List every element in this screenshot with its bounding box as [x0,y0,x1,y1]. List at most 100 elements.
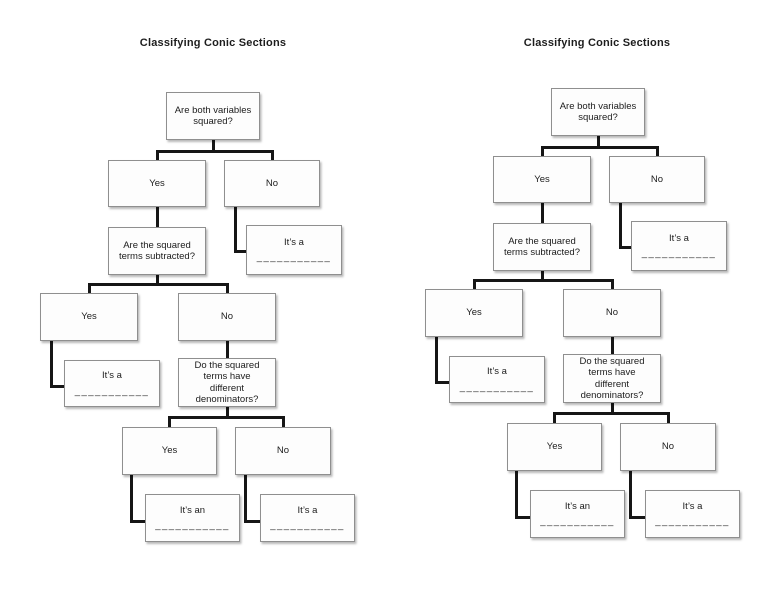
branch-no-1: No [224,160,320,207]
branch-no-1: No [609,156,705,203]
branch-label: No [220,311,234,323]
blank-line: ___________ [256,252,332,263]
connector-line [434,337,438,384]
connector-line [49,341,53,388]
question-both-variables-squared: Are both variables squared? [166,92,260,140]
connector-line [155,150,159,160]
blank-line: ___________ [641,248,717,259]
branch-label: Yes [161,445,178,457]
connector-line [87,283,91,293]
connector-line [155,207,159,227]
branch-label: Yes [534,173,550,185]
branch-no-2: No [178,293,276,341]
connector-line [618,246,632,249]
question-text-line: Are both variables [174,104,252,116]
connector-line [243,520,261,523]
connector-line [540,146,544,156]
connector-line [434,381,450,384]
result-box-1: It’s a ___________ [246,225,342,275]
connector-line [87,283,229,286]
branch-label: Yes [546,441,563,453]
connector-line [168,416,285,419]
blank-line: ___________ [270,520,345,531]
connector-line [655,146,659,156]
connector-line [618,203,622,249]
connector-line [233,250,247,253]
result-label: It’s a [682,500,703,512]
blank-line: ___________ [540,516,615,527]
result-box-2: It’s a ___________ [449,356,545,403]
result-label: It’s a [669,232,689,244]
branch-label: No [605,307,619,319]
branch-yes-2: Yes [425,289,523,337]
question-text-line: different [209,382,245,394]
result-box-2: It’s a ___________ [64,360,160,407]
question-text-line: Do the squared [194,359,260,371]
connector-line [540,146,659,149]
connector-line [155,275,159,286]
branch-label: Yes [149,177,165,189]
branch-no-3: No [620,423,716,471]
branch-label: Yes [81,311,97,323]
result-label: It’s a [102,370,122,381]
connector-line [666,412,670,423]
connector-line [514,471,518,519]
branch-yes-1: Yes [493,156,591,203]
branch-no-2: No [563,289,661,337]
question-text-line: terms have [203,371,251,382]
connector-line [610,337,614,354]
connector-line [610,403,614,415]
flowchart-left: Classifying Conic Sections [40,37,355,542]
question-text-line: Do the squared [579,355,645,367]
question-both-variables-squared: Are both variables squared? [551,88,645,136]
blank-line: ___________ [155,520,230,531]
result-box-its-a: It’s a ___________ [260,494,355,542]
question-text-line: terms have [588,367,636,378]
result-box-1: It’s a ___________ [631,221,727,271]
connector-line [49,385,65,388]
connector-line [225,283,229,293]
question-text-line: terms subtracted? [118,251,196,262]
connector-line [168,416,171,427]
branch-label: No [661,441,675,453]
result-label: It’s a [487,366,507,377]
branch-label: No [276,445,290,457]
connector-line [628,516,646,519]
chart-title: Classifying Conic Sections [523,37,671,49]
result-label: It’s an [179,504,206,516]
connector-line [628,471,632,519]
chart-title: Classifying Conic Sections [139,37,287,49]
connector-line [553,412,556,423]
question-terms-subtracted: Are the squared terms subtracted? [493,223,591,271]
result-box-its-a: It’s a ___________ [645,490,740,538]
question-different-denominators: Do the squared terms have different deno… [178,358,276,407]
connector-line [129,475,133,523]
branch-label: No [265,177,279,189]
result-label: It’s an [564,500,591,512]
decision-tree: Are both variables squared? Yes No It’s … [40,92,355,542]
branch-no-3: No [235,427,331,475]
blank-line: ___________ [655,516,730,527]
question-terms-subtracted: Are the squared terms subtracted? [108,227,206,275]
branch-yes-1: Yes [108,160,206,207]
connector-line [225,341,229,358]
question-text-line: Are both variables [559,100,637,112]
question-text-line: Are the squared [508,235,576,247]
question-text-line: squared? [193,116,233,127]
question-text-line: terms subtracted? [503,247,581,258]
branch-label: Yes [466,307,482,319]
connector-line [270,150,274,160]
connector-line [233,207,237,253]
connector-line [553,412,670,415]
blank-line: ___________ [459,381,535,393]
question-text-line: Are the squared [123,239,191,251]
connector-line [129,520,146,523]
connector-line [540,203,544,223]
branch-yes-3: Yes [122,427,217,475]
branch-yes-2: Yes [40,293,138,341]
question-text-line: denominators? [195,394,259,405]
connector-line [472,279,476,289]
branch-yes-3: Yes [507,423,602,471]
question-text-line: different [594,378,630,390]
